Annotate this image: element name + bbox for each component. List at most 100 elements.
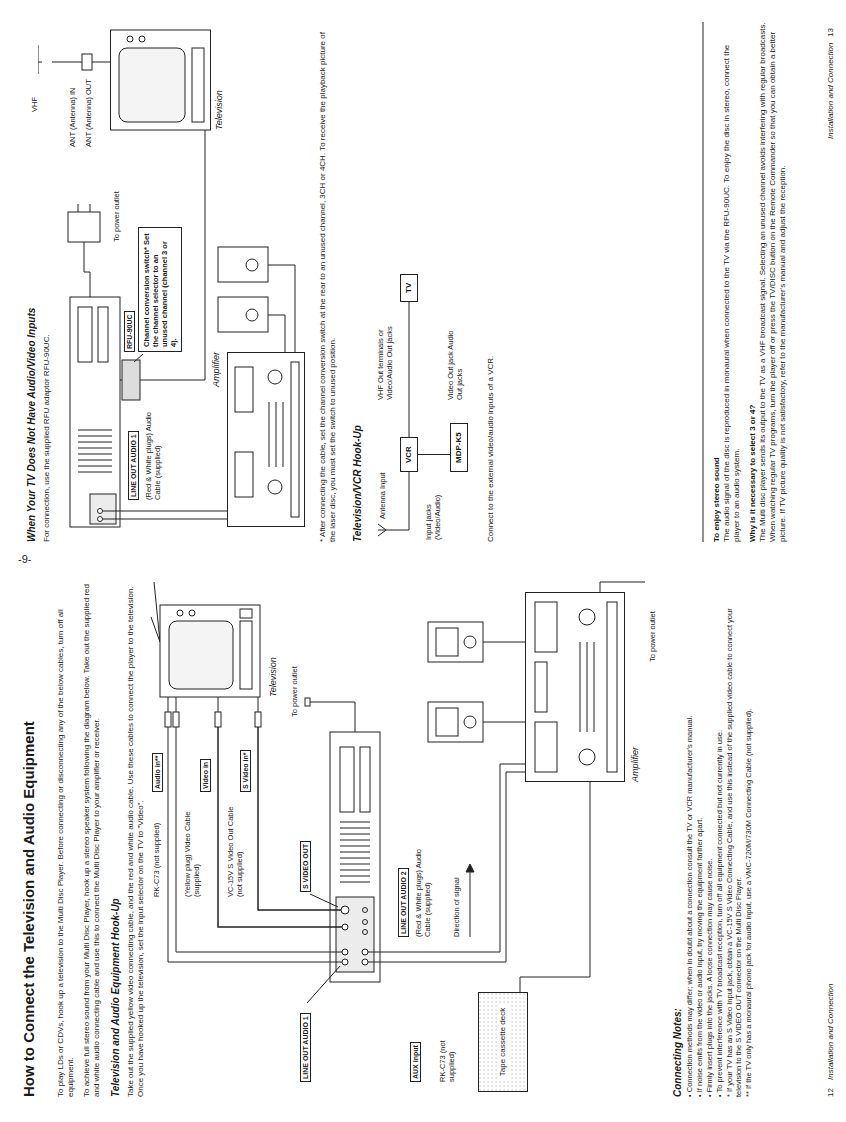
node-label: VCR (404, 446, 414, 463)
text-label: Antenna Input (378, 472, 387, 519)
multi-disc-player (363, 930, 368, 935)
video-audio-cable (258, 727, 341, 910)
amplifier (268, 370, 282, 384)
jack-label: LINE OUT AUDIO 1 (128, 431, 139, 500)
television (111, 30, 211, 130)
jack-label: RFU-90UC (124, 311, 135, 352)
video-audio-cable (168, 697, 258, 712)
amplifier (607, 602, 617, 772)
multi-disc-player (362, 949, 368, 955)
audio-cable (103, 511, 229, 519)
separator-line (703, 22, 704, 542)
node-label: Channel conversion switch* Set the chann… (142, 232, 178, 347)
text-label: • To prevent interference with TV broadc… (715, 577, 724, 1097)
speaker (268, 315, 285, 352)
television (127, 36, 133, 42)
jack-label: S Video in* (240, 750, 251, 792)
leader-line (307, 894, 340, 1003)
text-label: To play LDs or CDVs, hook up a televisio… (56, 577, 76, 1097)
audio-cable (520, 782, 590, 992)
multi-disc-player (330, 732, 380, 982)
audio-cable (368, 764, 590, 992)
power-adaptor (78, 204, 90, 212)
page-footer: 12 (826, 1088, 836, 1097)
text-label: (Red & White plugs) Audio Cable (supplie… (414, 847, 432, 937)
speaker (436, 628, 458, 656)
amplifier (535, 722, 557, 772)
television: Television (110, 27, 228, 132)
jack-label: Video in (200, 759, 211, 792)
television (177, 610, 183, 616)
jack-label: AUX input (410, 1042, 421, 1082)
jack-label: S VIDEO OUT (300, 841, 311, 892)
tape-deck-box: Tape cassette deck (478, 992, 528, 1092)
leader-line (134, 354, 143, 362)
speaker (483, 642, 525, 722)
amplifier (268, 480, 282, 494)
amplifier (228, 353, 305, 527)
text-label: * After connecting the cable, set the ch… (318, 22, 338, 542)
antenna-symbol (378, 524, 392, 536)
television (150, 577, 266, 702)
video-audio-cable (176, 727, 342, 952)
speaker (246, 309, 258, 321)
section-heading: Television/VCR Hook-Up (352, 22, 364, 542)
page-footer: Installation and Connection (826, 42, 836, 139)
text-label: (Red & White plugs) Audio Cable (supplie… (144, 410, 162, 500)
jack-label: LINE OUT AUDIO 1 (300, 1013, 311, 1082)
node-label: Amplifier (630, 747, 641, 782)
audio-cable (103, 511, 229, 519)
multi-disc-player (330, 732, 380, 982)
multi-disc-player (122, 360, 140, 400)
text-label: ANT (Antenna) IN (68, 88, 77, 147)
power-adaptor (84, 242, 90, 297)
section-heading: Television and Audio Equipment Hook-Up (110, 577, 122, 1097)
text-label: To achieve full stereo sound from your M… (82, 577, 102, 1097)
text-label: • If noise emits from the video or audio… (695, 577, 704, 1097)
signal-arrow (466, 864, 474, 872)
multi-disc-player (70, 297, 120, 527)
text-label: Take out the supplied yellow video conne… (126, 577, 146, 1097)
text-label: VHF (30, 97, 39, 112)
video-audio-cable (168, 727, 342, 962)
television (160, 605, 260, 697)
amplifier (580, 642, 594, 732)
multi-disc-player (360, 747, 370, 812)
text-label: Connect to the external video/audio inpu… (486, 22, 496, 542)
speaker (436, 708, 458, 736)
amplifier (291, 362, 299, 517)
speaker (218, 247, 295, 352)
jack-label: Audio in** (152, 753, 163, 792)
antenna-wire (392, 472, 409, 530)
tape-deck-box (479, 993, 527, 1091)
text-label: Input jacks (Video/Audio) (424, 478, 442, 540)
page-title: How to Connect the Television and Audio … (20, 721, 38, 1097)
node-label: TV (404, 283, 414, 293)
node-label: Television (214, 90, 225, 130)
speaker (268, 265, 295, 352)
multi-disc-player (341, 906, 349, 914)
text-label: (Yellow plug) Video Cable (supplied) (183, 807, 201, 897)
multi-disc-player (336, 897, 374, 972)
text-label: Direction of signal (452, 877, 461, 937)
speaker (246, 259, 258, 271)
multi-disc-player (98, 307, 108, 362)
multi-disc-player (98, 509, 103, 514)
speaker (428, 622, 525, 742)
node-label: Amplifier (211, 352, 222, 387)
television: Television (150, 577, 282, 702)
page-number: -9- (18, 553, 31, 566)
speaker (218, 247, 268, 282)
equipment-box: MDP-K5 (450, 423, 468, 472)
speaker (464, 716, 476, 728)
text-label: To power outlet (648, 611, 657, 662)
television (240, 621, 252, 689)
multi-disc-player (340, 822, 370, 882)
amplifier (535, 602, 557, 652)
video-audio-cable (165, 697, 342, 962)
section-heading: Connecting Notes: (672, 577, 684, 1097)
video-audio-cable (165, 712, 171, 727)
television (192, 48, 204, 122)
text-label: The Multi disc player sends its output t… (758, 22, 788, 542)
